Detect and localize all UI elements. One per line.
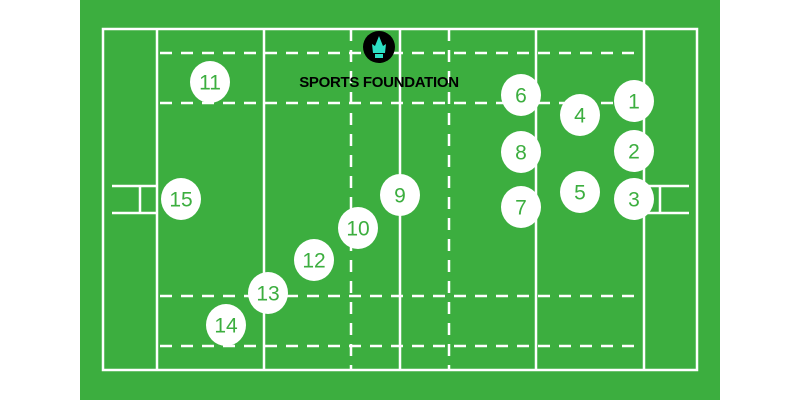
player-circle (294, 239, 334, 281)
player-marker: 9 (380, 174, 420, 216)
player-number: 7 (515, 197, 527, 220)
player-marker: 14 (206, 304, 246, 346)
player-marker: 4 (560, 94, 600, 136)
player-circle (614, 130, 654, 172)
player-circle (501, 131, 541, 173)
player-circle (501, 186, 541, 228)
player-circle (560, 171, 600, 213)
player-circle (338, 207, 378, 249)
player-circle (206, 304, 246, 346)
player-number: 12 (302, 250, 325, 273)
player-number: 3 (628, 189, 640, 212)
torch-icon (372, 36, 386, 53)
player-circle (248, 272, 288, 314)
player-number: 10 (346, 218, 369, 241)
player-number: 5 (574, 182, 586, 205)
player-marker: 13 (248, 272, 288, 314)
player-number: 1 (628, 91, 640, 114)
player-circle (614, 178, 654, 220)
brand-name: SPORTS FOUNDATION (299, 74, 459, 91)
player-marker: 2 (614, 130, 654, 172)
player-number: 2 (628, 141, 640, 164)
player-marker: 7 (501, 186, 541, 228)
player-number: 14 (214, 315, 238, 338)
player-circle (501, 74, 541, 116)
player-number: 4 (574, 105, 586, 128)
player-marker: 5 (560, 171, 600, 213)
player-marker: 6 (501, 74, 541, 116)
player-circle (190, 61, 230, 103)
player-marker: 11 (190, 61, 230, 103)
player-circle (380, 174, 420, 216)
player-marker: 10 (338, 207, 378, 249)
player-marker: 15 (161, 178, 201, 220)
player-number: 8 (515, 142, 527, 165)
player-number: 13 (256, 283, 279, 306)
left-goal-posts (112, 184, 157, 215)
player-number: 11 (199, 72, 221, 95)
player-marker: 1 (614, 80, 654, 122)
brand-logo: SPORTS FOUNDATION (299, 31, 459, 91)
player-marker: 8 (501, 131, 541, 173)
player-marker: 3 (614, 178, 654, 220)
player-number: 15 (169, 189, 192, 212)
right-goal-posts (644, 184, 689, 215)
player-circle (560, 94, 600, 136)
player-circle (161, 178, 201, 220)
player-circle (614, 80, 654, 122)
player-marker: 12 (294, 239, 334, 281)
player-number: 6 (515, 85, 527, 108)
player-number: 9 (394, 185, 406, 208)
